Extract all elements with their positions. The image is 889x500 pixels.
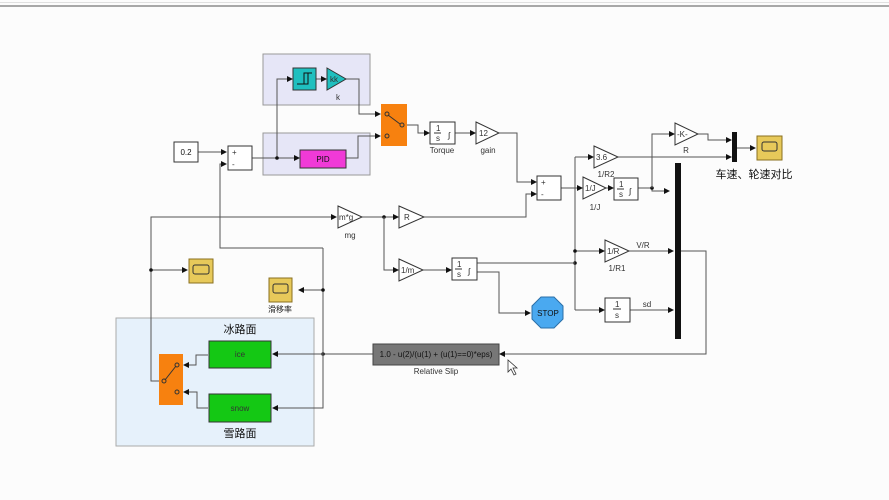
svg-text:1/m: 1/m [401,266,415,275]
relay-block[interactable] [292,67,317,91]
svg-text:+: + [541,178,546,187]
svg-text:1: 1 [619,180,624,189]
gain-block-1-r1[interactable]: 1/R 1/R1 V/R [604,239,650,273]
svg-text:-K-: -K- [677,130,688,139]
svg-text:∫: ∫ [628,187,632,196]
mux-compare[interactable] [732,132,737,162]
svg-text:-: - [232,160,235,169]
svg-text:kk: kk [330,75,339,84]
torque-integrator-block[interactable]: 1 s ∫ Torque [429,121,456,155]
road-switch-block[interactable] [159,354,183,405]
svg-text:∫: ∫ [447,131,451,140]
wires [149,76,756,411]
svg-text:m*g: m*g [339,213,353,222]
svg-text:1/R1: 1/R1 [609,264,626,273]
svg-text:1/J: 1/J [585,184,596,193]
svg-text:车速、轮速对比: 车速、轮速对比 [716,167,793,181]
mux-main[interactable] [675,163,681,339]
svg-text:ice: ice [235,350,246,359]
sum-block-error[interactable]: + - [227,145,253,171]
svg-text:1: 1 [436,124,441,133]
svg-text:1: 1 [615,300,620,309]
distance-integrator-block[interactable]: 1 s sd [604,297,651,323]
svg-text:R: R [404,213,410,222]
gain-block-neg-k[interactable]: -K- R [674,122,700,155]
road-condition-area [115,317,315,447]
gain-block-k[interactable]: kk k [326,67,347,102]
signal-sd: sd [643,300,651,309]
sum-block-torque[interactable]: + - [536,175,562,201]
gain-block-1-r2[interactable]: 3.6 1/R2 [593,145,620,179]
constant-value: 0.2 [180,148,192,157]
svg-text:1: 1 [457,260,462,269]
scope-slip-ratio[interactable]: 滑移率 [268,277,293,314]
velocity-integrator-block[interactable]: 1 s ∫ [451,257,478,281]
svg-text:1/J: 1/J [590,203,601,212]
svg-text:Relative Slip: Relative Slip [414,367,459,376]
snow-road-block[interactable]: snow [208,393,272,423]
gain-block-mg[interactable]: m*g mg [337,205,364,240]
svg-text:mg: mg [344,231,355,240]
svg-text:1/R: 1/R [607,247,620,256]
relative-slip-fcn-block[interactable]: 1.0 - u(2)/(u(1) + (u(1)==0)*eps) Relati… [372,343,500,376]
gain-block-inv-m[interactable]: 1/m [398,258,425,282]
svg-text:滑移率: 滑移率 [268,304,292,314]
svg-text:1.0 - u(2)/(u(1) + (u(1)==0)*e: 1.0 - u(2)/(u(1) + (u(1)==0)*eps) [380,350,493,359]
svg-text:∫: ∫ [467,267,471,276]
svg-text:-: - [541,190,544,199]
wheel-speed-integrator-block[interactable]: 1 s ∫ [613,177,639,201]
snow-road-title: 雪路面 [224,427,257,440]
svg-text:s: s [457,270,461,279]
svg-text:s: s [619,190,623,199]
svg-text:s: s [436,134,440,143]
svg-text:+: + [232,148,237,157]
gain-block-inv-j[interactable]: 1/J 1/J [582,176,608,212]
svg-text:R: R [683,146,689,155]
svg-text:gain: gain [480,146,495,155]
stop-simulation-block[interactable]: STOP [531,296,564,329]
svg-text:STOP: STOP [537,309,559,318]
ice-road-title: 冰路面 [224,323,257,336]
svg-text:Torque: Torque [430,146,455,155]
signal-vr: V/R [636,241,650,250]
ice-road-block[interactable]: ice [208,340,272,369]
scope-road-friction[interactable] [188,258,214,284]
mouse-cursor-icon [507,359,519,376]
constant-block[interactable]: 0.2 [173,141,199,163]
control-switch-block[interactable] [381,104,407,146]
gain-block-r[interactable]: R [398,205,426,229]
svg-text:snow: snow [231,404,250,413]
svg-text:s: s [615,311,619,320]
svg-text:3.6: 3.6 [596,153,608,162]
gain-block-12[interactable]: 12 gain [475,121,501,155]
k-label: k [336,93,341,102]
scope-speed-compare[interactable]: 车速、轮速对比 [716,135,793,181]
svg-text:PID: PID [316,155,330,164]
window-top-border [0,0,889,7]
svg-text:12: 12 [479,129,488,138]
svg-text:1/R2: 1/R2 [598,170,615,179]
pid-controller-block[interactable]: PID [299,149,347,169]
